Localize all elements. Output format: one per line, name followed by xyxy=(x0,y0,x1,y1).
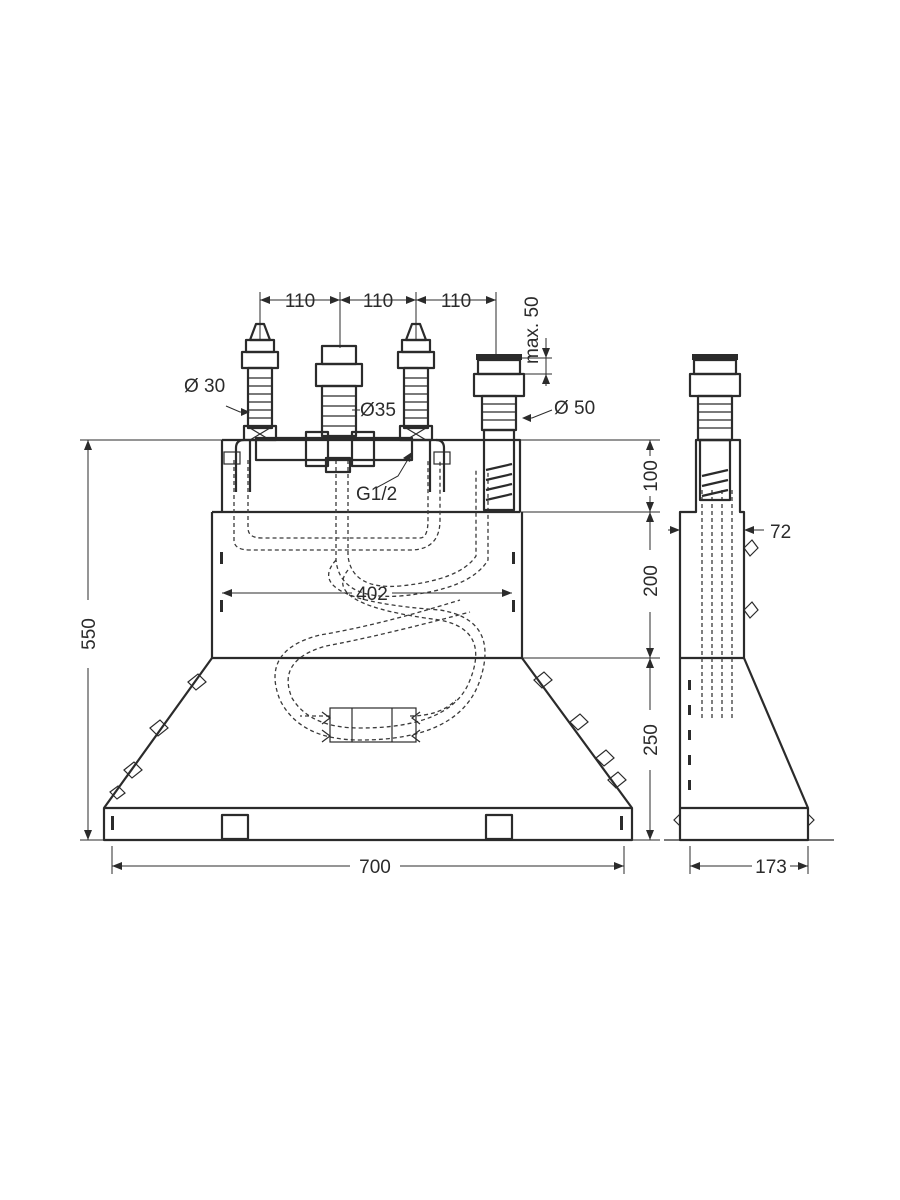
spout xyxy=(472,354,526,512)
dim-middle-height: 200 xyxy=(641,565,662,597)
side-clips xyxy=(109,671,627,800)
dim-dia-valve: Ø 30 xyxy=(184,376,225,397)
dim-inner-width: 402 xyxy=(356,584,388,605)
dimension-lines xyxy=(80,292,809,874)
front-view xyxy=(102,322,634,842)
hose-connector xyxy=(321,707,421,743)
dim-pitch-3: 110 xyxy=(441,291,471,312)
dim-upper-height: 100 xyxy=(641,460,662,492)
valve-left xyxy=(240,322,280,442)
dim-total-height: 550 xyxy=(79,618,100,650)
dim-side-wall: 72 xyxy=(770,522,791,543)
dim-thread: G1/2 xyxy=(356,484,397,505)
dim-side-depth: 173 xyxy=(755,857,787,878)
base-foot-left xyxy=(220,813,250,841)
dim-pitch-2: 110 xyxy=(363,291,393,312)
middle-box xyxy=(210,512,524,660)
side-spout xyxy=(688,354,742,502)
base-frame xyxy=(102,657,634,842)
valve-right xyxy=(396,322,436,442)
dim-lower-height: 250 xyxy=(641,724,662,756)
manifold xyxy=(223,430,451,492)
dim-dia-spout: Ø 50 xyxy=(554,398,595,419)
valve-center xyxy=(314,344,364,438)
dimension-labels: 110 110 110 max. 50 Ø 30 Ø35 Ø 50 G1/2 4… xyxy=(79,291,791,878)
dim-total-width: 700 xyxy=(359,857,391,878)
dim-pitch-1: 110 xyxy=(285,291,315,312)
base-foot-right xyxy=(484,813,514,841)
dim-dia-body: Ø35 xyxy=(360,400,396,421)
hose-routing xyxy=(233,460,489,741)
dim-max-rise: max. 50 xyxy=(522,296,543,364)
side-view xyxy=(664,354,834,842)
